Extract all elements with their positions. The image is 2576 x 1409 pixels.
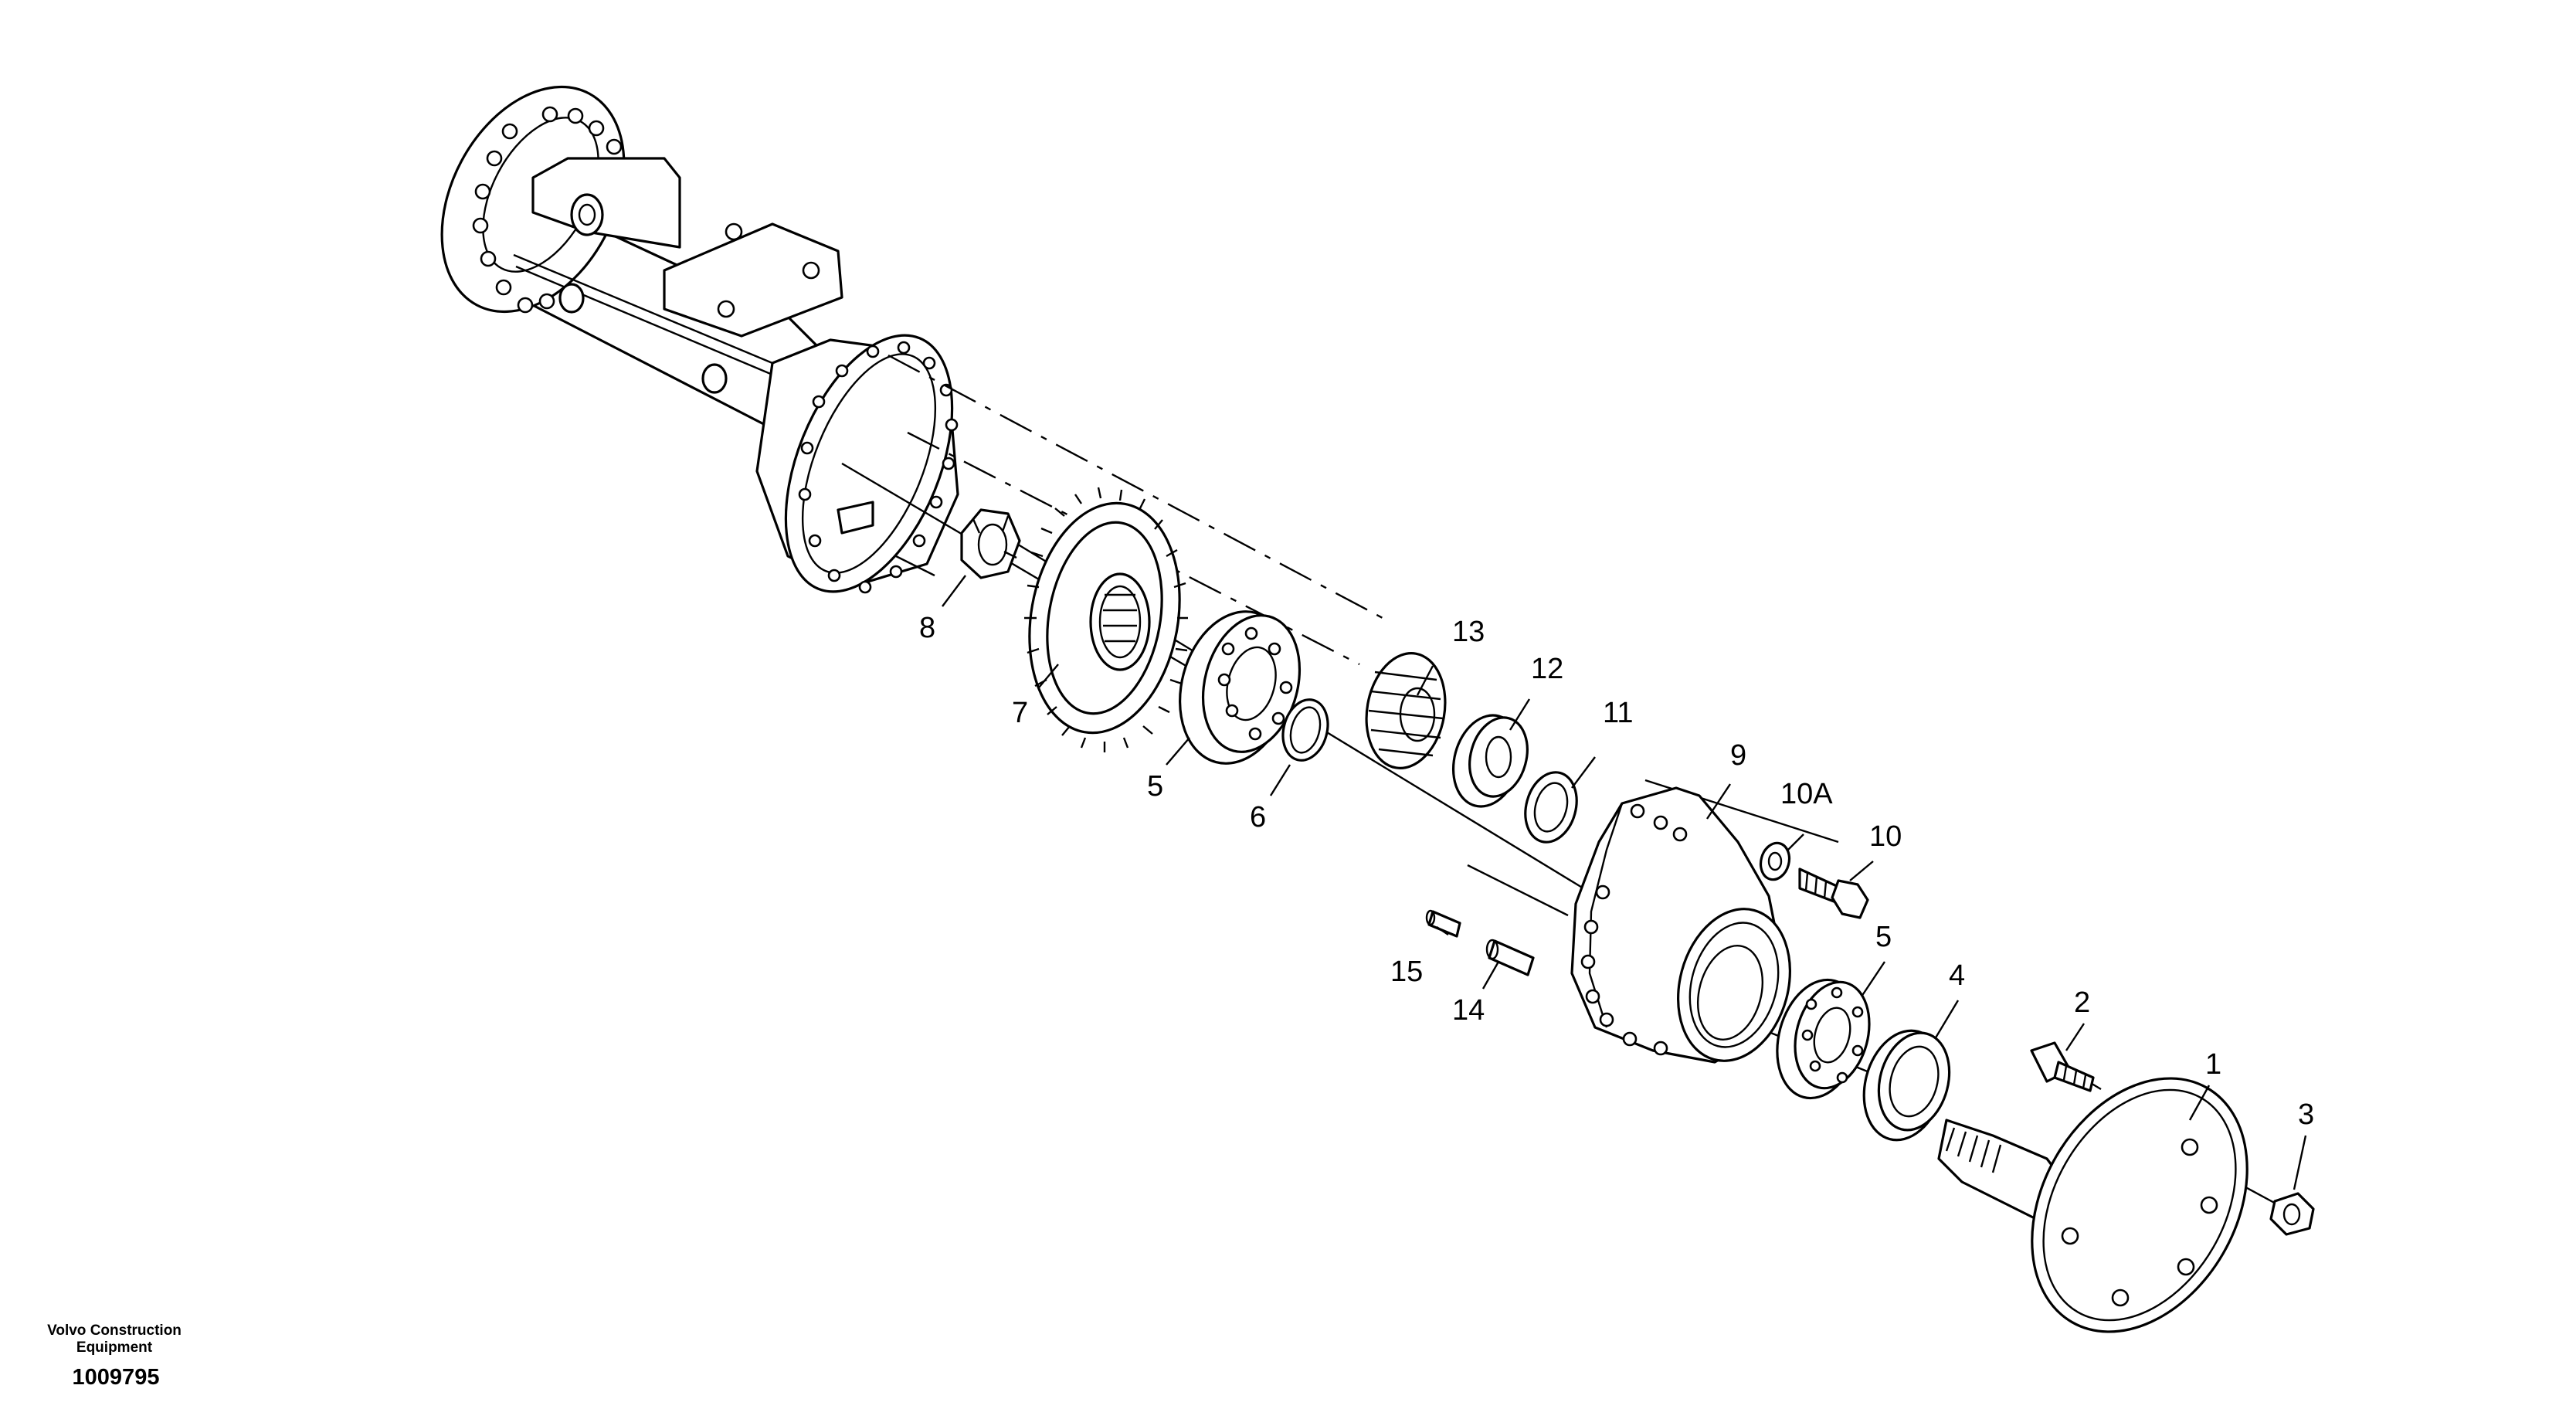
callout-15: 15 [1390,956,1423,988]
flange-bolt-holes [472,106,623,314]
callout-3: 3 [2298,1098,2314,1131]
part-12-bearing [1451,714,1529,808]
part-1-hub-shaft [1937,1077,2248,1333]
callout-1: 1 [2205,1048,2221,1081]
part-14-pin [1485,939,1535,976]
leader-lines [942,575,2307,1190]
axle-housing [440,85,959,594]
part-7-snap-ring [1281,698,1329,762]
callout-11: 11 [1603,697,1633,729]
callout-5-upper: 5 [1147,770,1163,803]
document-number: 1009795 [73,1365,160,1390]
part-5-bearing-lower [1776,978,1871,1100]
part-4-seal [1862,1029,1951,1142]
brand-line-2: Equipment [76,1339,153,1356]
housing-end-holes [798,341,959,594]
part-10-bolt [1798,867,1869,919]
part-5-bearing-upper [1179,610,1302,765]
part-9-lock-nut [960,508,1021,579]
part-3-wheel-nut [2269,1192,2315,1236]
callout-10a: 10A [1780,778,1833,810]
part-15-pin [1425,909,1461,938]
callout-labels: 8 7 5 6 13 12 11 9 10A 10 15 14 5 4 2 1 … [919,612,2314,1131]
part-2-wheel-stud [2030,1041,2095,1092]
carrier-bolt-holes [1580,803,1688,1056]
part-6-carrier-housing [1570,786,1791,1064]
part-10a-washer [1759,841,1791,881]
part-13-small-gear [1365,652,1447,769]
callout-12: 12 [1531,653,1563,685]
brand-line-1: Volvo Construction [47,1322,182,1339]
callout-4: 4 [1949,959,1965,992]
callout-2: 2 [2074,986,2090,1019]
part-11-seal-ring [1524,771,1578,844]
footer: Volvo Construction Equipment 1009795 [47,1322,182,1390]
callout-8: 7 [1012,697,1028,729]
callout-13: 13 [1452,616,1485,648]
callout-9: 8 [919,612,935,644]
callout-5-lower: 5 [1875,921,1892,953]
part-8-large-gear [1024,487,1188,752]
callout-6: 9 [1730,739,1746,772]
callout-14: 14 [1452,994,1485,1027]
callout-10: 10 [1869,820,1902,853]
callout-7: 6 [1250,801,1266,834]
